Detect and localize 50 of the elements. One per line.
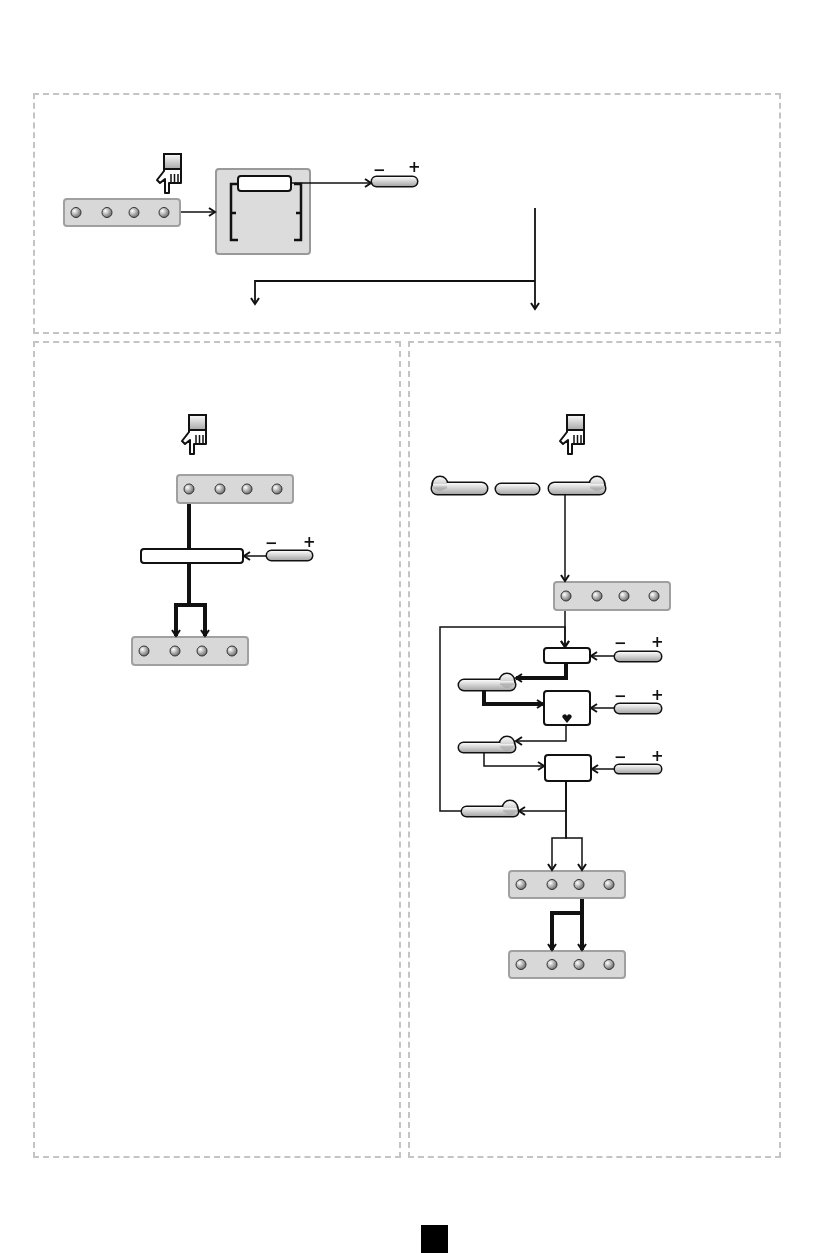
arrow (483, 752, 545, 771)
button-panel (63, 198, 181, 227)
display-box (543, 647, 591, 664)
polarity-sign: − (614, 636, 627, 651)
dashed-panel (408, 341, 781, 1158)
button-panel (553, 581, 671, 611)
button-panel (131, 636, 249, 666)
display-box (544, 754, 592, 782)
arrow (180, 207, 216, 217)
arrow (243, 551, 267, 561)
display-unit (215, 168, 311, 255)
arrow (439, 626, 570, 812)
dashed-panel (33, 341, 401, 1158)
handle-bar (431, 476, 488, 495)
arrow (187, 564, 210, 637)
polarity-sign: + (408, 160, 421, 175)
slider-bar (495, 483, 540, 495)
display-box (543, 690, 591, 726)
arrow (515, 725, 567, 746)
polarity-sign: + (651, 749, 664, 764)
polarity-sign: − (614, 750, 627, 765)
arrow (560, 494, 570, 582)
slider-bar (614, 703, 662, 714)
polarity-sign: + (303, 535, 316, 550)
arrow (590, 651, 615, 661)
handle-bar (458, 673, 516, 691)
polarity-sign: + (651, 635, 664, 650)
polarity-sign: + (651, 688, 664, 703)
slider-bar (371, 176, 418, 187)
slider-bar (266, 550, 313, 561)
arrow (482, 691, 544, 709)
display-box (237, 175, 292, 192)
arrow (291, 178, 372, 188)
arrow (565, 781, 587, 871)
arrow (590, 703, 615, 713)
handle-bar (461, 800, 519, 817)
button-panel (508, 950, 626, 979)
button-panel (176, 474, 294, 504)
handle-bar (458, 736, 516, 753)
polarity-sign: − (614, 689, 627, 704)
arrow (591, 764, 615, 774)
button-panel (508, 870, 626, 899)
slider-bar (614, 764, 662, 774)
slider-bar (614, 651, 662, 662)
dashed-panel (33, 93, 781, 334)
handle-bar (548, 476, 606, 495)
polarity-sign: − (265, 536, 278, 551)
display-box (140, 548, 244, 564)
arrow (515, 664, 568, 683)
polarity-sign: − (373, 163, 386, 178)
